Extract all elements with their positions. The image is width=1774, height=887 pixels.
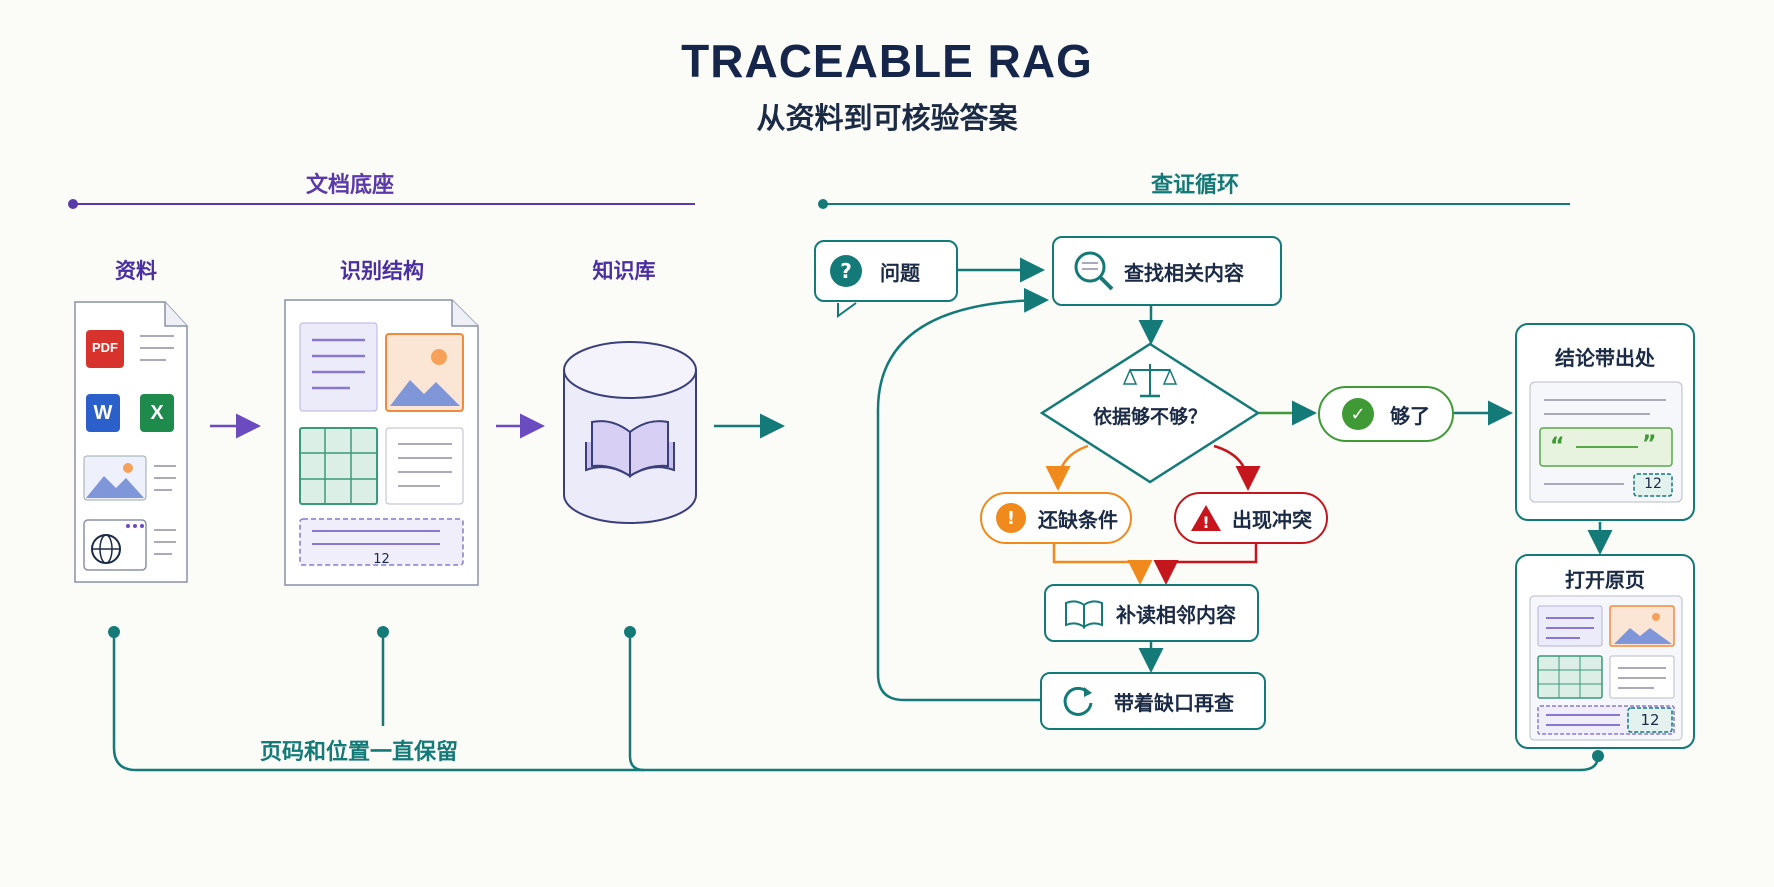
globe-icon — [83, 519, 147, 571]
warning-icon: ! — [1190, 503, 1222, 533]
page-title: TRACEABLE RAG — [681, 35, 1093, 87]
table-block-icon — [299, 427, 378, 505]
structure-page-number: 12 — [373, 552, 390, 567]
missing-label: 还缺条件 — [1038, 507, 1118, 532]
research-node: 带着缺口再查 — [1040, 672, 1266, 730]
arrow-decision-conflict — [1213, 444, 1261, 491]
open-book-icon — [1064, 597, 1104, 629]
section-divider-right — [818, 199, 1570, 209]
research-label: 带着缺口再查 — [1114, 690, 1234, 715]
open-page-number: 12 — [1640, 711, 1660, 729]
read-neighbors-node: 补读相邻内容 — [1044, 584, 1259, 642]
question-icon: ? — [830, 255, 862, 287]
decision-diamond — [1039, 342, 1261, 484]
question-label: 问题 — [880, 260, 920, 285]
conflict-node: ! 出现冲突 — [1174, 492, 1328, 544]
quote-close-mark: ” — [1642, 432, 1657, 457]
arrow-missing-read — [1052, 542, 1153, 585]
page-subtitle: 从资料到可核验答案 — [756, 101, 1018, 135]
sources-label: 资料 — [115, 259, 157, 283]
pdf-badge: PDF — [92, 340, 118, 355]
missing-node: ! 还缺条件 — [980, 492, 1132, 544]
section-divider-left — [68, 199, 695, 209]
question-bubble-tail — [837, 302, 857, 318]
search-node: 查找相关内容 — [1052, 236, 1282, 306]
section-title-left: 文档底座 — [305, 173, 394, 198]
quote-open-mark: “ — [1550, 434, 1565, 459]
conclusion-title: 结论带出处 — [1555, 346, 1655, 370]
exclamation-icon: ! — [996, 503, 1026, 533]
structure-label: 识别结构 — [340, 259, 424, 283]
word-icon — [86, 394, 120, 432]
scale-icon — [1122, 364, 1178, 398]
conclusion-page-number: 12 — [1644, 476, 1662, 492]
read-neighbors-label: 补读相邻内容 — [1116, 602, 1236, 627]
magnifier-icon — [1072, 249, 1116, 293]
structure-document — [284, 299, 479, 586]
arrow-decision-missing — [1045, 444, 1089, 491]
enough-node: ✓ 够了 — [1318, 386, 1454, 442]
knowledge-base-cylinder — [563, 341, 697, 524]
word-badge: W — [93, 402, 113, 424]
open-page-title: 打开原页 — [1565, 568, 1645, 592]
book-icon — [585, 420, 675, 478]
image-icon — [83, 455, 147, 501]
svg-text:!: ! — [1202, 513, 1209, 532]
conclusion-card — [1515, 323, 1695, 521]
decision-label: 依据够不够？ — [1092, 406, 1207, 428]
refresh-icon — [1060, 683, 1096, 719]
excel-icon — [140, 394, 174, 432]
image-block-icon — [385, 333, 464, 412]
traceability-label: 页码和位置一直保留 — [260, 740, 459, 765]
kb-label: 知识库 — [592, 259, 656, 283]
search-label: 查找相关内容 — [1124, 260, 1244, 285]
check-icon: ✓ — [1342, 398, 1374, 430]
arrow-conflict-read — [1153, 542, 1258, 585]
conflict-label: 出现冲突 — [1232, 507, 1312, 532]
open-page-card — [1515, 554, 1695, 749]
sources-document — [74, 301, 188, 583]
arrow-research-loopback — [876, 287, 1049, 702]
excel-badge: X — [150, 402, 164, 424]
pdf-icon — [86, 330, 124, 368]
enough-label: 够了 — [1390, 403, 1430, 428]
section-title-right: 查证循环 — [1150, 173, 1239, 198]
question-node: ? 问题 — [814, 240, 958, 302]
traceability-line — [108, 626, 1604, 772]
